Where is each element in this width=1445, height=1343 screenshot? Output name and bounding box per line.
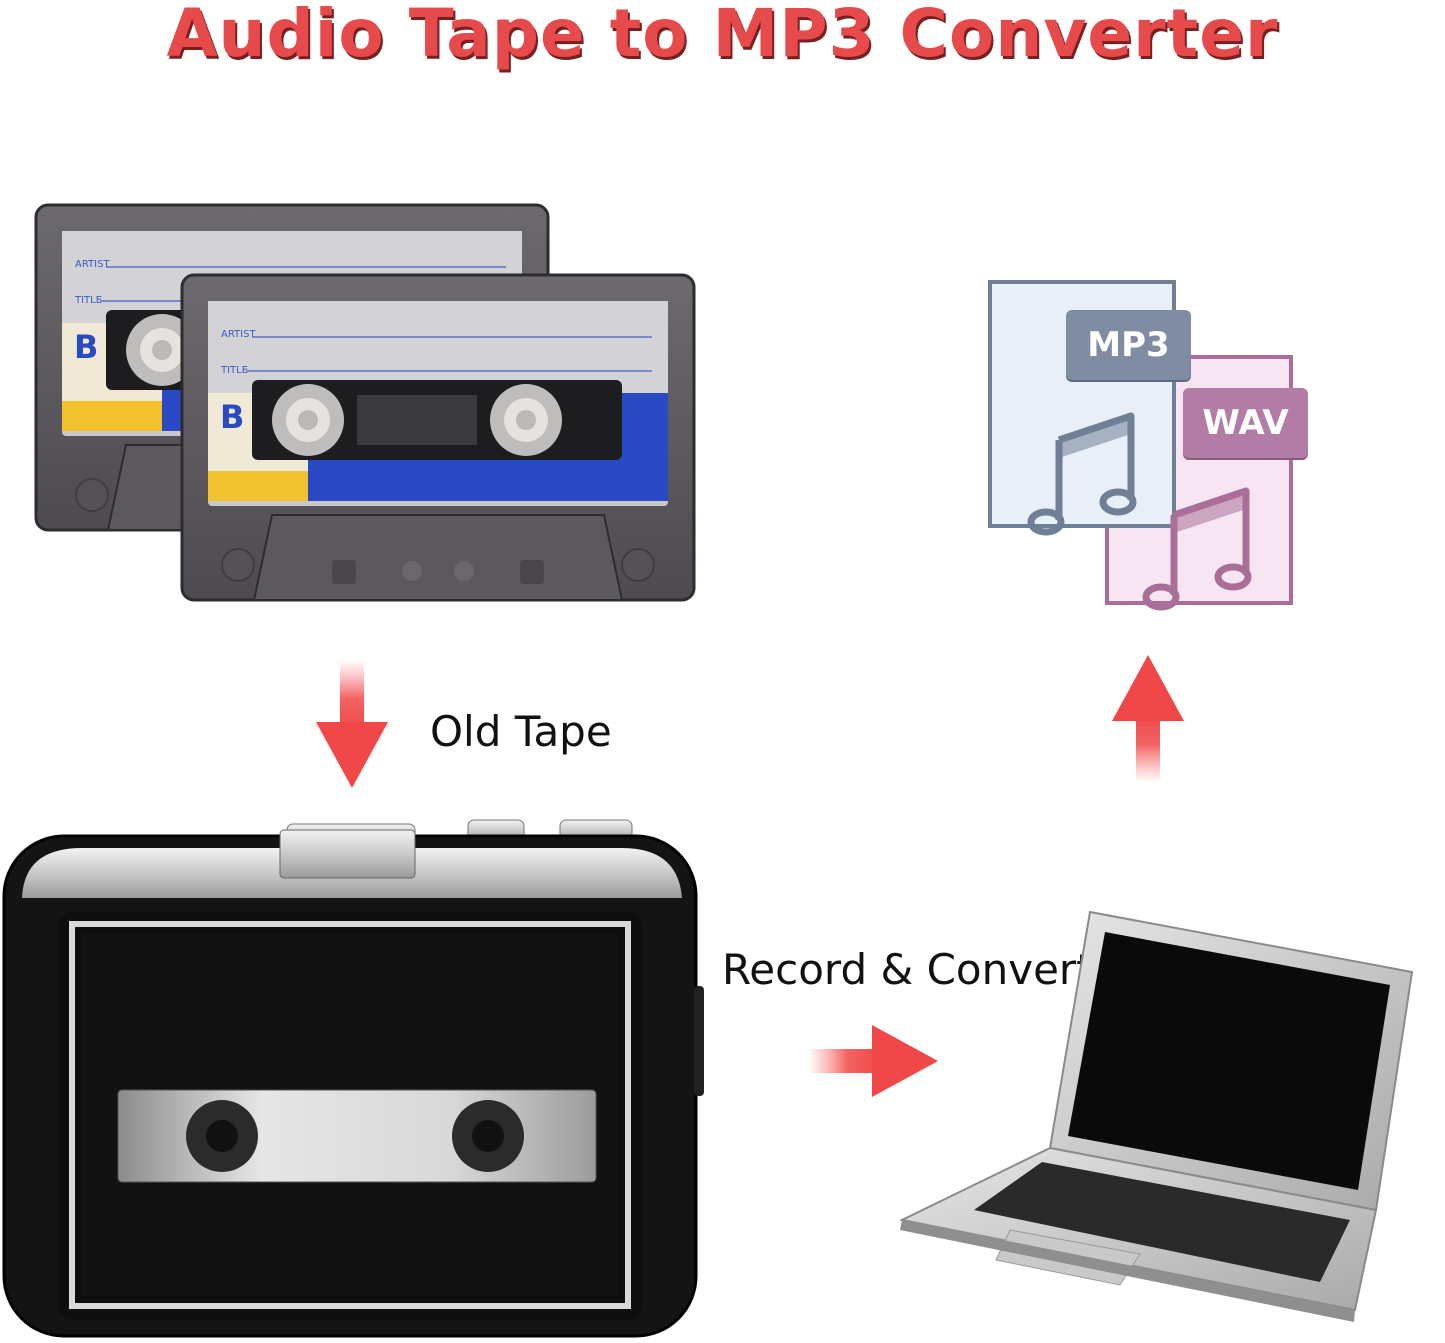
music-note-icon: [1045, 420, 1165, 530]
cassette-tape-front: [180, 273, 696, 602]
cassette-back-side-label: B: [74, 328, 99, 366]
cassette-player-device: [2, 819, 704, 1338]
page-title: Audio Tape to MP3 Converter: [166, 0, 1279, 72]
cassette-back-title-label: TITLE: [75, 295, 103, 306]
arrow-right-icon: [808, 1025, 938, 1097]
cassette-front-artist-label: ARTIST: [221, 329, 256, 340]
caption-record-convert: Record & Convert: [722, 945, 1093, 994]
wav-format-label: WAV: [1202, 403, 1289, 443]
laptop-device: [898, 910, 1414, 1322]
arrow-down-icon: [316, 660, 388, 788]
cassette-front-title-label: TITLE: [221, 365, 249, 376]
mp3-format-badge: MP3: [1066, 310, 1191, 380]
caption-old-tape: Old Tape: [430, 707, 612, 756]
wav-format-badge: WAV: [1183, 388, 1308, 458]
mp3-format-label: MP3: [1087, 325, 1170, 365]
music-note-icon-secondary: [1160, 495, 1280, 605]
cassette-front-side-label: B: [220, 398, 245, 436]
cassette-back-artist-label: ARTIST: [75, 259, 110, 270]
arrow-up-icon: [1112, 655, 1184, 783]
